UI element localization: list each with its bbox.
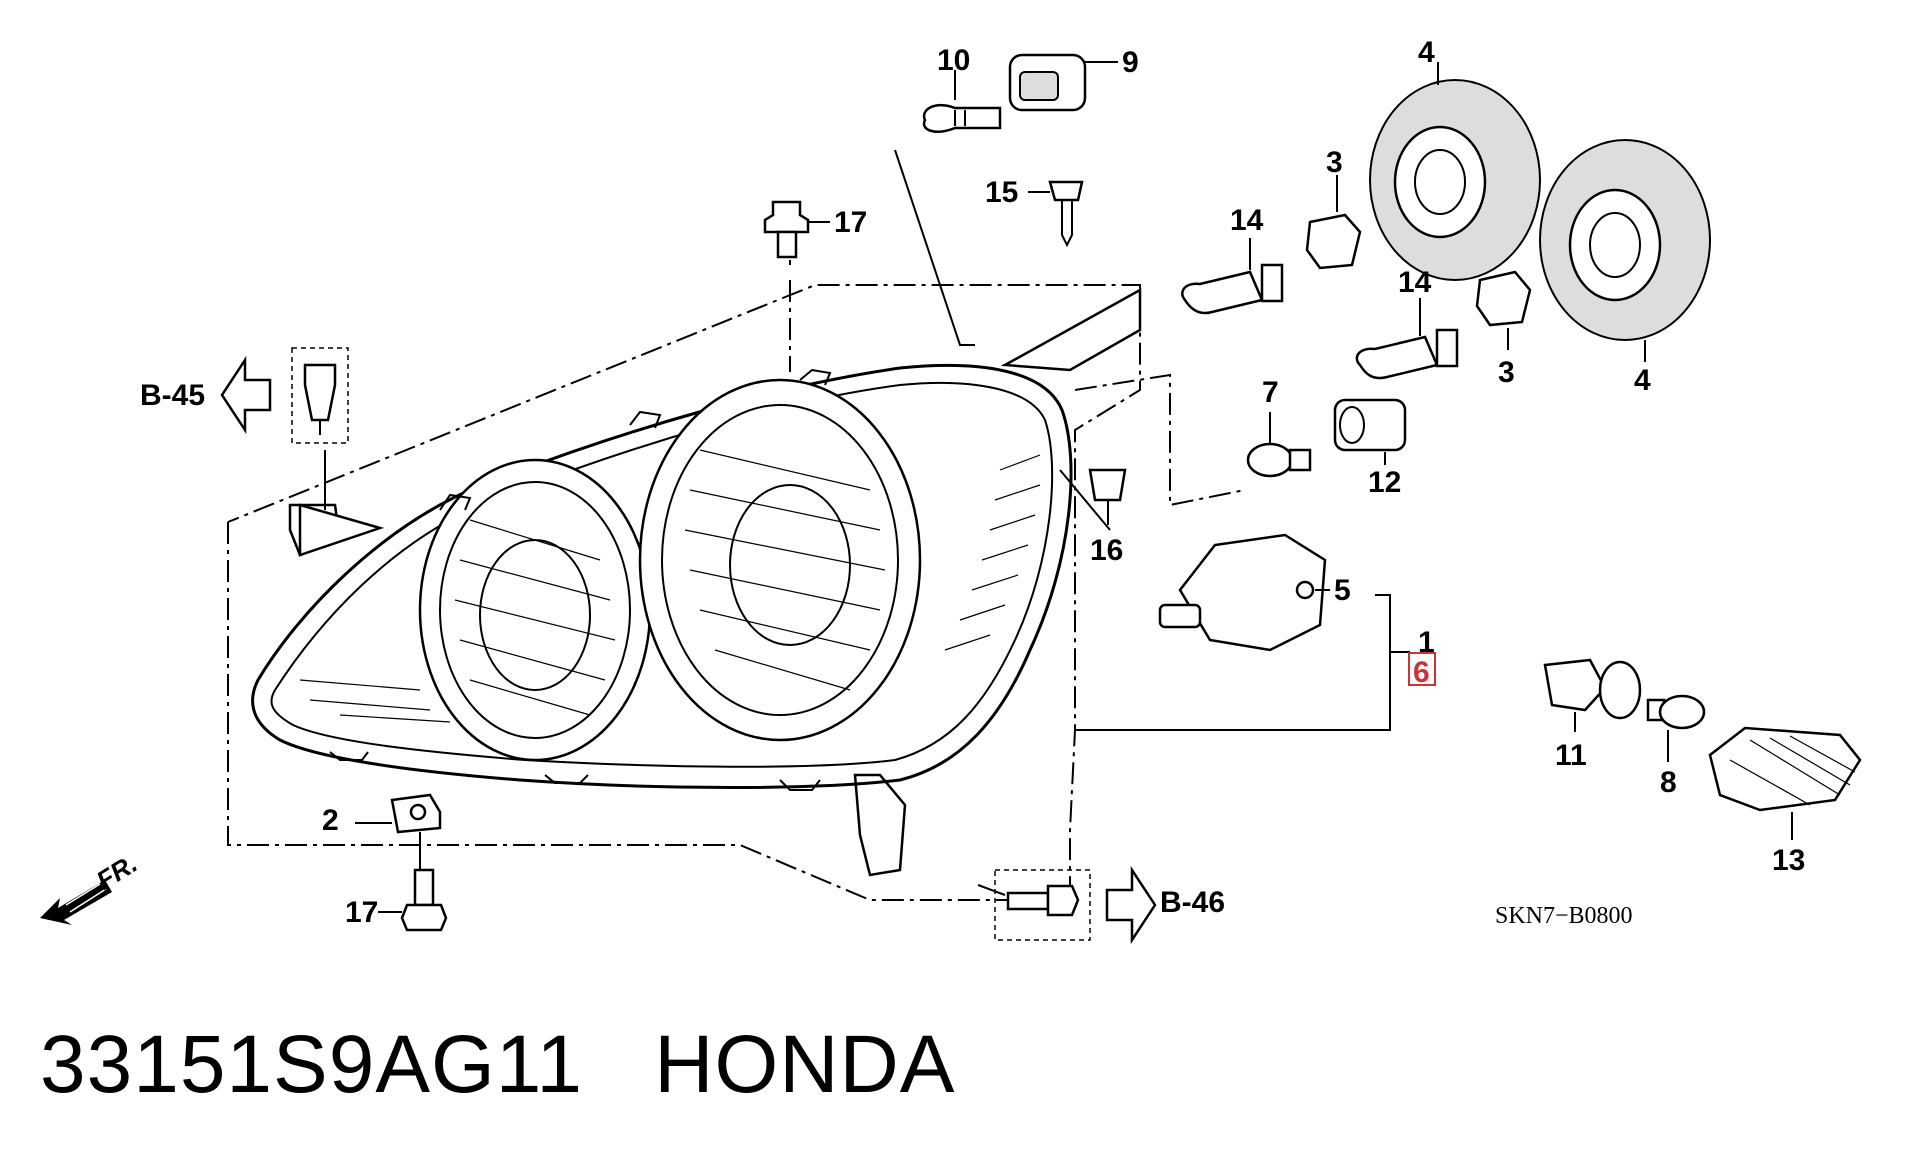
arrow-b45-icon	[220, 355, 272, 435]
part-footer: 33151S9AG11 HONDA	[40, 1018, 955, 1112]
callout-8: 8	[1660, 766, 1677, 799]
headlight-assembly	[251, 287, 1142, 877]
callout-12: 12	[1368, 466, 1401, 499]
assembly-frame	[227, 284, 1141, 901]
part-10-bulb	[922, 70, 1002, 133]
part-16-clip	[1088, 468, 1127, 525]
part-3b-holder	[1475, 270, 1532, 350]
part-number: 33151S9AG11	[40, 1019, 583, 1110]
reference-b45[interactable]: B-45	[140, 379, 205, 412]
callout-13: 13	[1772, 844, 1805, 877]
callout-14b: 14	[1398, 266, 1432, 299]
part-15-screw	[1028, 180, 1084, 248]
part-17a-bolt	[763, 200, 830, 259]
callout-17b: 17	[345, 896, 378, 929]
callout-2: 2	[322, 804, 339, 837]
diagram-code: SKN7−B0800	[1495, 903, 1633, 929]
callout-7: 7	[1262, 376, 1279, 409]
callout-10: 10	[937, 44, 970, 77]
part-13-marker	[1708, 726, 1862, 840]
callout-1: 1	[1418, 626, 1435, 659]
part-7-bulb	[1246, 412, 1312, 478]
arrow-b46-icon	[1105, 865, 1157, 945]
callout-5: 5	[1334, 574, 1351, 607]
clip-b45	[291, 347, 349, 444]
part-14b-bulb	[1355, 298, 1459, 380]
brand-name: HONDA	[654, 1019, 956, 1110]
part-5-unit	[1158, 533, 1330, 652]
part-4a-ring	[1369, 62, 1541, 281]
callout-15: 15	[985, 176, 1018, 209]
callout-16: 16	[1090, 534, 1123, 567]
screw-b46	[977, 869, 1091, 941]
part-2-clip	[390, 793, 442, 834]
reference-b46[interactable]: B-46	[1160, 886, 1225, 919]
front-arrow-icon	[40, 880, 112, 925]
part-3a-holder	[1305, 175, 1362, 270]
callout-6-highlight	[1408, 652, 1436, 686]
callout-14a: 14	[1230, 204, 1264, 237]
part-17b-bolt	[378, 868, 448, 932]
callout-9: 9	[1122, 46, 1139, 79]
callout-3b: 3	[1498, 356, 1515, 389]
callout-6: 6	[1413, 656, 1430, 689]
callout-3a: 3	[1326, 146, 1343, 179]
part-14a-bulb	[1181, 238, 1284, 315]
part-11-socket	[1543, 658, 1642, 732]
part-12-socket	[1333, 398, 1407, 465]
part-9-socket	[1008, 53, 1118, 112]
callout-4a: 4	[1418, 36, 1435, 69]
callout-17a: 17	[834, 206, 867, 239]
part-4b-ring	[1539, 139, 1711, 362]
part-8-bulb	[1646, 694, 1706, 762]
callout-11: 11	[1555, 739, 1587, 772]
callout-4b: 4	[1634, 364, 1651, 397]
